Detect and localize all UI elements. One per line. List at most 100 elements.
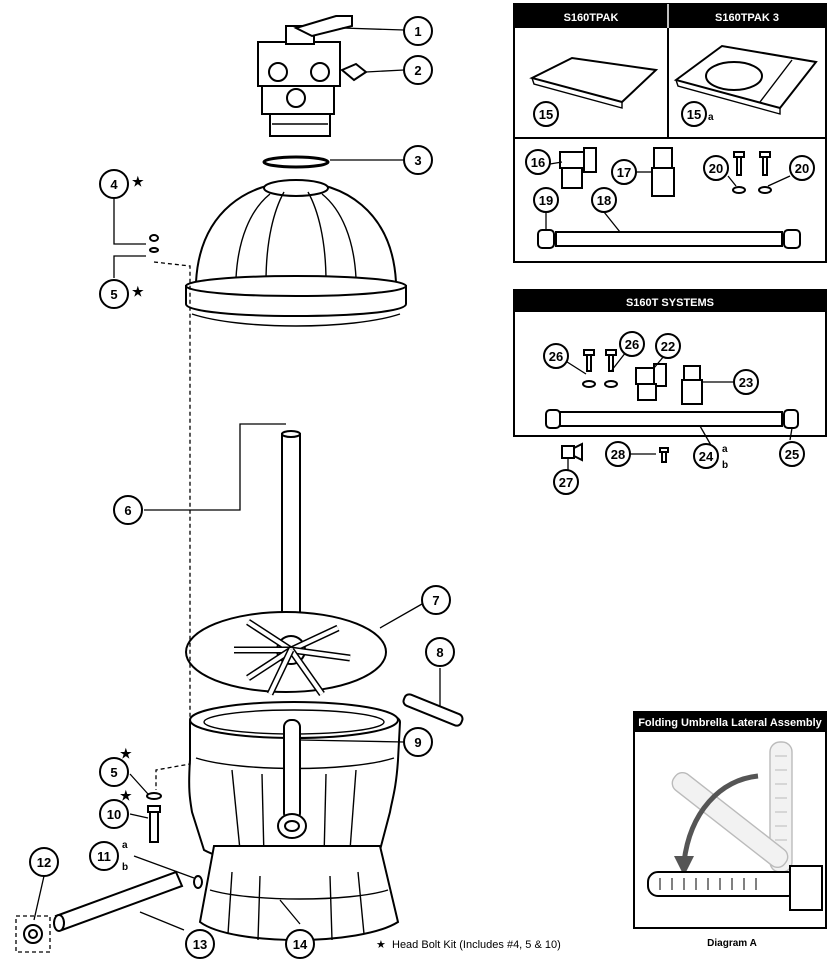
svg-text:6: 6: [124, 503, 131, 518]
svg-text:22: 22: [661, 339, 675, 354]
callout-20: 20: [703, 155, 729, 181]
callout-22: 22: [655, 333, 681, 359]
small-screw: [659, 447, 669, 463]
svg-text:12: 12: [37, 855, 51, 870]
screw: [604, 349, 618, 388]
panel-s160tpak: S160TPAK S160TPAK 3 15 15 a: [513, 3, 827, 263]
svg-text:4: 4: [110, 177, 118, 192]
svg-text:5: 5: [110, 287, 117, 302]
drain-gasket: [193, 875, 203, 889]
svg-text:9: 9: [414, 735, 421, 750]
callout-26-right: 26: [619, 331, 645, 357]
connector-pipe: [555, 231, 783, 247]
adapter-fitting: [681, 365, 703, 405]
lateral-hub: [789, 865, 823, 911]
drain-pipe: [53, 870, 184, 932]
lateral-diagonal: [671, 771, 789, 869]
callout-3: 3: [403, 145, 433, 175]
svg-text:10: 10: [107, 807, 121, 822]
drain-cap-box: [15, 915, 51, 953]
svg-text:20: 20: [709, 161, 723, 176]
lateral-assembly: [234, 619, 351, 697]
suffix-a: a: [708, 112, 714, 123]
diagram-a-caption: Diagram A: [707, 938, 757, 949]
filter-lid-dome: [185, 179, 407, 327]
suffix-a: a: [122, 840, 128, 851]
callout-5-lower: 5: [99, 757, 129, 787]
lock-nut: [149, 234, 159, 242]
washer-lower: [146, 792, 162, 800]
callout-12: 12: [29, 847, 59, 877]
leader-lines: [33, 27, 441, 931]
callout-9: 9: [403, 727, 433, 757]
callout-1: 1: [403, 16, 433, 46]
svg-text:26: 26: [625, 337, 639, 352]
multiport-valve: [257, 15, 353, 137]
footnote: ★ Head Bolt Kit (Includes #4, 5 & 10): [376, 939, 561, 951]
adapter-fitting: [651, 147, 675, 197]
callout-17: 17: [611, 159, 637, 185]
pipe-nut: [537, 229, 555, 249]
svg-text:11: 11: [97, 849, 111, 864]
callout-7: 7: [421, 585, 451, 615]
svg-text:7: 7: [432, 593, 439, 608]
gauge-plug: [340, 62, 368, 82]
curved-arrow-icon: [681, 773, 759, 863]
washer: [149, 247, 159, 253]
svg-text:20: 20: [795, 161, 809, 176]
panel-s160t-systems: S160T SYSTEMS: [513, 289, 827, 455]
svg-text:8: 8: [436, 645, 443, 660]
callout-13: 13: [185, 929, 215, 959]
svg-text:24: 24: [699, 449, 714, 464]
svg-text:13: 13: [193, 937, 207, 952]
star-icon: ★: [120, 788, 132, 803]
svg-text:16: 16: [531, 155, 545, 170]
svg-text:5: 5: [110, 765, 117, 780]
callout-18: 18: [591, 187, 617, 213]
svg-text:2: 2: [414, 63, 421, 78]
screw: [732, 151, 746, 194]
pipe-nut: [783, 409, 799, 429]
drain-cap: [23, 924, 43, 944]
panel-title-left: S160TPAK: [564, 12, 619, 24]
lateral-horizontal: [647, 871, 799, 897]
svg-text:14: 14: [293, 937, 308, 952]
suffix-b: b: [122, 862, 128, 873]
elbow-fitting: [559, 147, 597, 189]
callout-5: 5: [99, 279, 129, 309]
svg-text:18: 18: [597, 193, 611, 208]
callout-24: 24: [693, 443, 719, 469]
lateral-plate: [529, 56, 659, 104]
svg-text:25: 25: [785, 447, 799, 462]
svg-text:23: 23: [739, 375, 753, 390]
diagram-a-panel: Folding Umbrella Lateral Assembly: [633, 711, 827, 929]
o-ring: [262, 155, 330, 169]
callout-23: 23: [733, 369, 759, 395]
svg-text:3: 3: [414, 153, 421, 168]
svg-text:28: 28: [611, 447, 625, 462]
suffix-a: a: [722, 444, 728, 455]
callout-19: 19: [533, 187, 559, 213]
suffix-b: b: [722, 460, 728, 471]
svg-text:15: 15: [539, 107, 553, 122]
pipe-nut: [783, 229, 801, 249]
star-icon: ★: [376, 939, 386, 951]
callout-26: 26: [543, 343, 569, 369]
footnote-text: Head Bolt Kit (Includes #4, 5 & 10): [392, 939, 561, 951]
callout-10: 10: [99, 799, 129, 829]
callout-8: 8: [425, 637, 455, 667]
callout-25: 25: [779, 441, 805, 467]
svg-text:15: 15: [687, 107, 701, 122]
bolt-guide-line: [153, 261, 191, 790]
callout-16: 16: [525, 149, 551, 175]
svg-text:27: 27: [559, 475, 573, 490]
screw: [758, 151, 772, 194]
pipe-nut: [545, 409, 561, 429]
panel-title-right: S160TPAK 3: [715, 12, 779, 24]
drain-port: [277, 719, 307, 839]
callout-4: 4: [99, 169, 129, 199]
panel-title: S160T SYSTEMS: [626, 297, 714, 309]
svg-text:17: 17: [617, 165, 631, 180]
callout-15a: 15: [681, 101, 707, 127]
screw: [582, 349, 596, 388]
